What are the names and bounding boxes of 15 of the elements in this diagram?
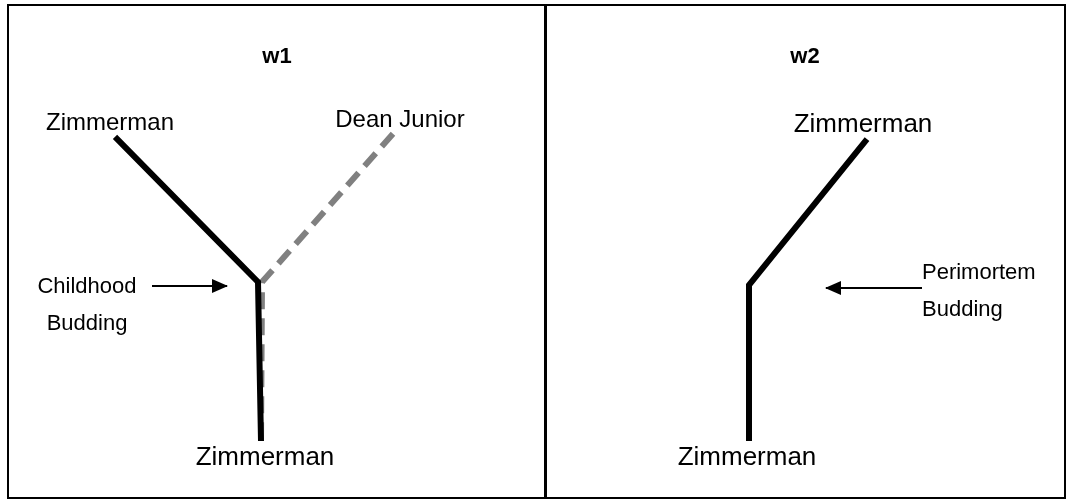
panel-title: w2 — [789, 43, 821, 70]
panel-title: w1 — [261, 43, 293, 70]
branch-label: Zimmerman — [788, 108, 938, 140]
branch-label: Zimmerman — [40, 108, 180, 137]
panel — [8, 5, 546, 498]
arrow — [151, 279, 228, 293]
branch-line — [746, 137, 870, 441]
branch-label: Dean Junior — [330, 105, 470, 134]
branch-label: Zimmerman — [190, 441, 340, 473]
branch-label: Zimmerman — [672, 441, 822, 473]
branch-line — [112, 134, 264, 442]
panel — [545, 5, 1065, 498]
branch-label: Perimortem Budding — [922, 253, 1062, 327]
branch-label: Childhood Budding — [22, 267, 152, 341]
arrow — [825, 281, 923, 295]
